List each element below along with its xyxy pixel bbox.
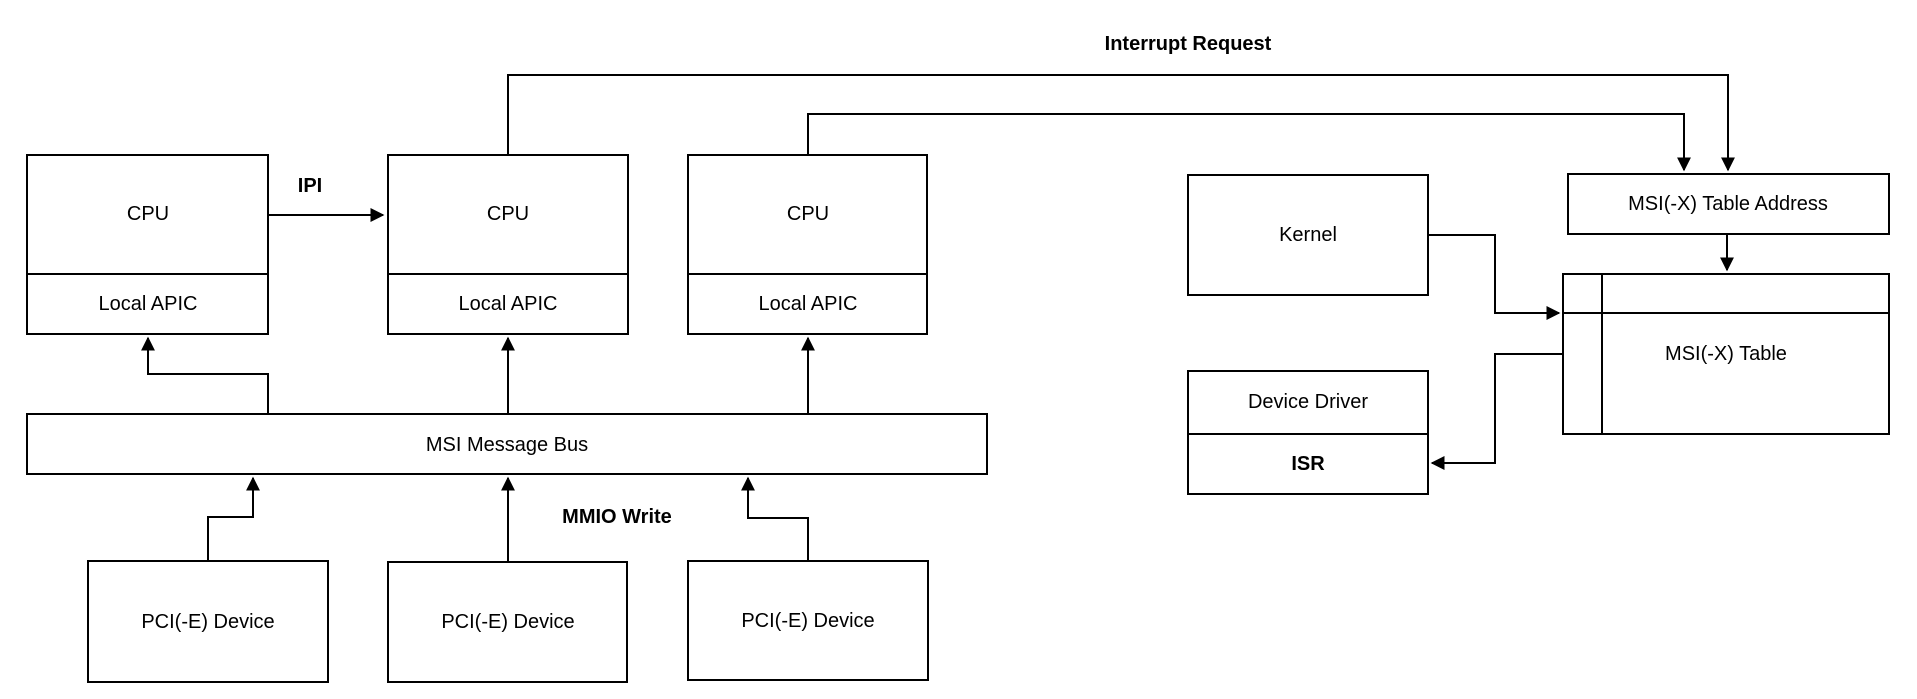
edge-pci1-to-bus — [207, 476, 260, 561]
edge-bus-to-local-apic1 — [141, 336, 269, 414]
msix-table-address-label: MSI(-X) Table Address — [1628, 193, 1828, 215]
pci-device2-box — [387, 561, 628, 683]
pci-device3-box — [687, 560, 929, 681]
device-driver-label: Device Driver — [1248, 391, 1368, 413]
node-msix-table-address: MSI(-X) Table Address — [1567, 173, 1890, 235]
edge-kernel-to-table — [1428, 234, 1561, 320]
edge-pci3-to-bus — [741, 476, 809, 561]
msi-message-bus-label: MSI Message Bus — [426, 434, 588, 456]
msi-message-bus-box — [26, 413, 988, 475]
node-pci-device2: PCI(-E) Device — [387, 561, 628, 683]
cpu1-box — [26, 154, 269, 335]
cpu3-local-apic-label: Local APIC — [759, 293, 858, 315]
node-device-driver: Device Driver ISR — [1187, 370, 1429, 495]
device-driver-box — [1187, 370, 1429, 495]
cpu1-local-apic-label: Local APIC — [99, 293, 198, 315]
node-msi-message-bus: MSI Message Bus — [26, 413, 988, 475]
edge-table-to-isr — [1430, 353, 1563, 470]
pci-device3-label: PCI(-E) Device — [741, 610, 874, 632]
ipi-edge-label: IPI — [298, 175, 322, 197]
node-msix-table: MSI(-X) Table — [1562, 273, 1890, 435]
pci-device2-label: PCI(-E) Device — [441, 611, 574, 633]
node-kernel: Kernel — [1187, 174, 1429, 296]
kernel-box — [1187, 174, 1429, 296]
edge-interrupt-request-cpu3-to-table-address — [807, 113, 1691, 172]
isr-label: ISR — [1291, 453, 1325, 475]
cpu1-label: CPU — [127, 203, 169, 225]
node-cpu3: CPU Local APIC — [687, 154, 928, 335]
cpu3-box — [687, 154, 928, 335]
pci-device1-label: PCI(-E) Device — [141, 611, 274, 633]
cpu2-label: CPU — [487, 203, 529, 225]
cpu2-box — [387, 154, 629, 335]
pci-device1-box — [87, 560, 329, 683]
edge-interrupt-request-cpu2-to-table-address — [507, 74, 1735, 172]
interrupt-request-edge-label: Interrupt Request — [1105, 33, 1272, 55]
node-pci-device3: PCI(-E) Device — [687, 560, 929, 681]
node-cpu1: CPU Local APIC — [26, 154, 269, 335]
msix-table-label: MSI(-X) Table — [1665, 343, 1787, 365]
mmio-write-edge-label: MMIO Write — [562, 506, 672, 528]
kernel-label: Kernel — [1279, 224, 1337, 246]
msix-table-address-box — [1567, 173, 1890, 235]
node-pci-device1: PCI(-E) Device — [87, 560, 329, 683]
cpu3-label: CPU — [787, 203, 829, 225]
msix-table-box — [1562, 273, 1890, 435]
node-cpu2: CPU Local APIC — [387, 154, 629, 335]
cpu2-local-apic-label: Local APIC — [459, 293, 558, 315]
